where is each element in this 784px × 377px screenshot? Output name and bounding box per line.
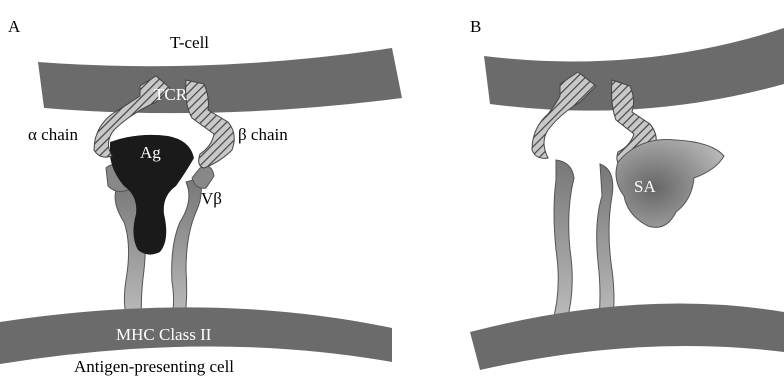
mhc-beta-stalk [170, 178, 201, 322]
panel-b: B SA [470, 17, 784, 370]
superantigen [616, 139, 724, 227]
panel-a-label: A [8, 17, 21, 36]
panel-b-label: B [470, 17, 481, 36]
t-cell-label: T-cell [170, 33, 209, 52]
beta-chain-label: β chain [238, 125, 288, 144]
t-cell-membrane [38, 48, 402, 113]
mhc-beta-stalk-b [597, 164, 614, 326]
tcr-label: TCR [154, 85, 188, 104]
alpha-chain-label: α chain [28, 125, 78, 144]
vbeta-label: Vβ [201, 189, 222, 208]
panel-a: A T-cell Ag TCR α chain β chain Vβ MHC C… [0, 17, 402, 376]
superantigen-label: SA [634, 177, 656, 196]
mhc-alpha-stalk-b [552, 160, 574, 324]
apc-membrane-b [470, 304, 784, 370]
mhc-class-ii-label: MHC Class II [116, 325, 212, 344]
apc-label: Antigen-presenting cell [74, 357, 234, 376]
antigen-label: Ag [140, 143, 161, 162]
t-cell-membrane-b [484, 28, 784, 111]
